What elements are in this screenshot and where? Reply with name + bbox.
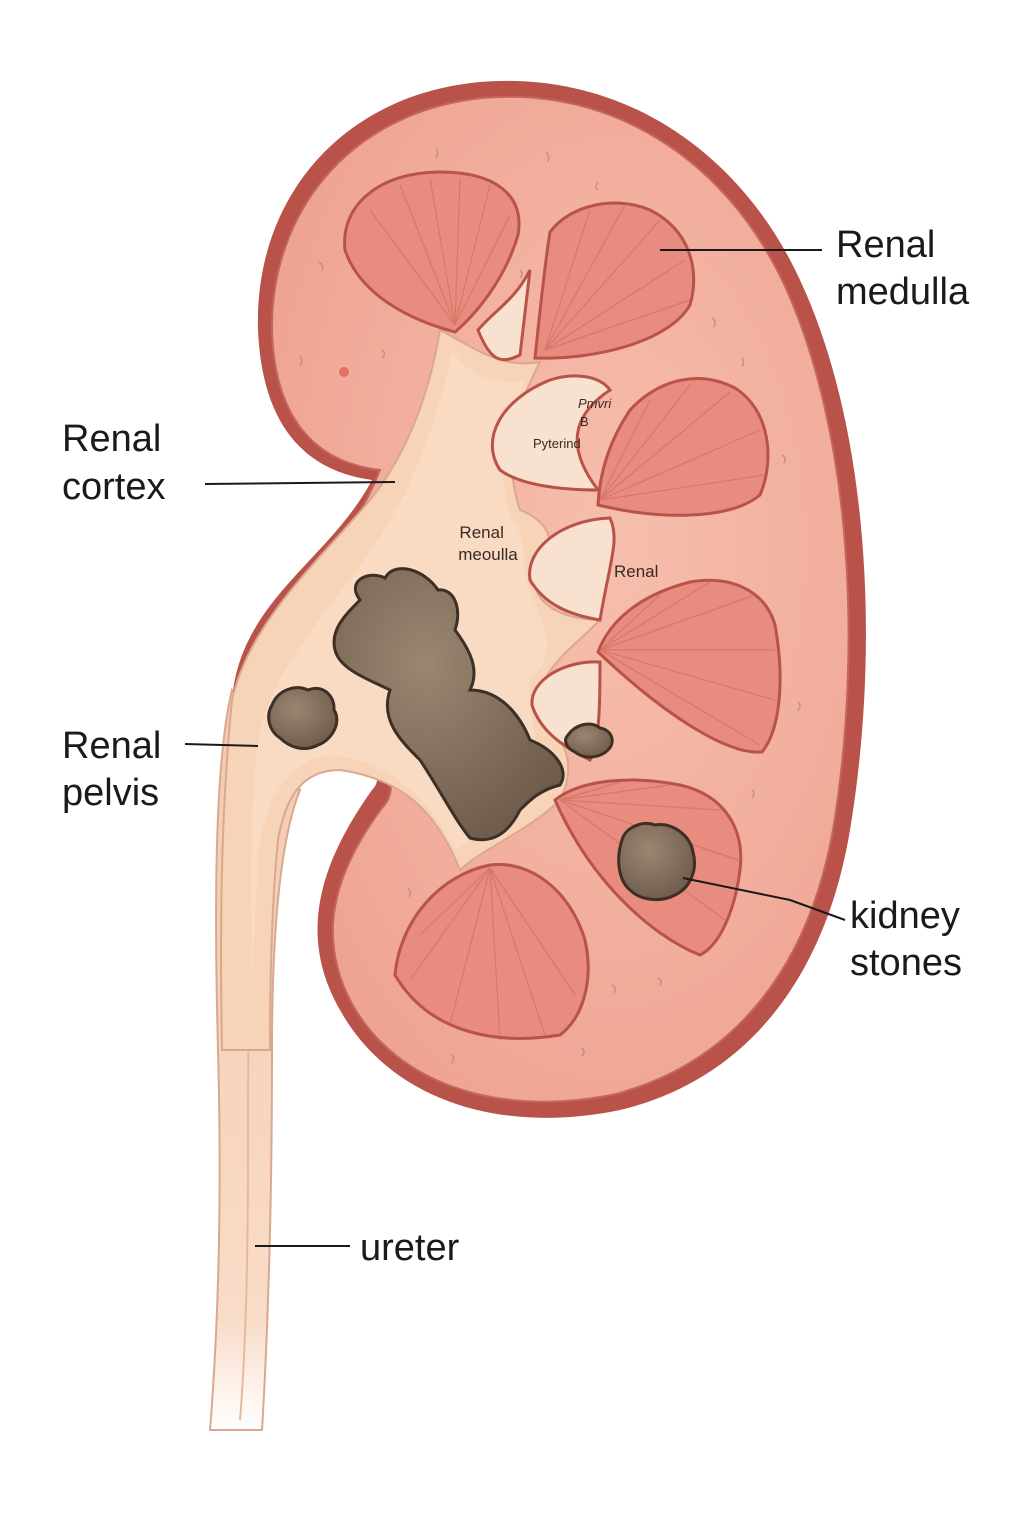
renal-cortex-label-line1: Renal (62, 418, 161, 460)
pyramid-1 (343, 170, 521, 334)
renal-pelvis-leader (184, 743, 259, 747)
kidney-stones-label-line1: kidney (850, 895, 960, 937)
renal-pelvis-label-line1: Renal (62, 725, 161, 767)
renal-pelvis-label: Renal pelvis (62, 725, 172, 814)
kidney-stones-label: kidney stones (850, 895, 970, 984)
inner-text-pmvri: Pmvri (578, 396, 612, 411)
stone-calyx (617, 822, 696, 902)
calyx-mid-upper (490, 374, 613, 492)
stone-small (564, 722, 614, 759)
inner-text-pyterind: Pyterind (533, 436, 581, 451)
stone-staghorn (332, 567, 565, 842)
cortex-red-speck (339, 367, 349, 377)
inner-text-renal: Renal (614, 562, 658, 581)
renal-medulla-label: Renal medulla (836, 224, 970, 313)
cortex-texture (299, 147, 801, 1064)
renal-cortex-label-line2: cortex (62, 466, 165, 508)
renal-medulla-label-line2: medulla (836, 271, 970, 313)
pyramid-6 (393, 862, 590, 1040)
inner-text-renal-meoulla-line2: meoulla (458, 545, 518, 564)
inner-text-renal-meoulla-line1: Renal (459, 523, 503, 542)
pyramid-striations (369, 177, 776, 1041)
kidney-stones-label-line2: stones (850, 942, 962, 984)
calyx-mid (528, 516, 616, 622)
renal-cortex-label: Renal cortex (62, 418, 172, 508)
pyramid-2 (533, 201, 696, 360)
calyces (476, 269, 616, 763)
inner-text-renal-meoulla: Renal meoulla (458, 523, 518, 564)
renal-pelvis-label-line2: pelvis (62, 772, 159, 814)
stone-pelvis (267, 686, 339, 750)
renal-medulla-label-line1: Renal (836, 224, 935, 266)
ureter-label: ureter (360, 1227, 460, 1269)
renal-cortex-leader (204, 481, 396, 485)
inner-text-b: B (580, 414, 589, 429)
calyx-upper (476, 269, 532, 362)
kidney-stones-leader (682, 877, 846, 921)
kidney-stones-group (267, 567, 696, 902)
